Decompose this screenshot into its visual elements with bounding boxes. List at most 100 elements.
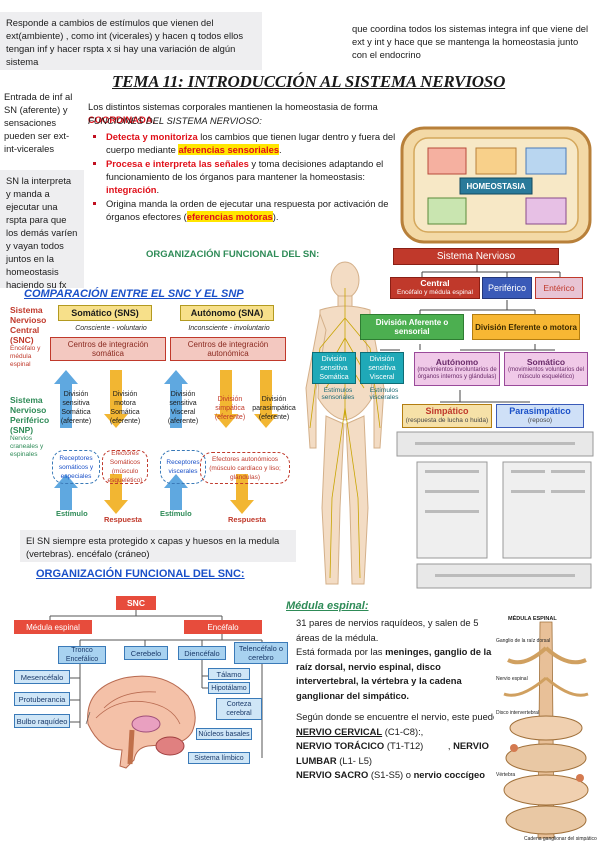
snc-tree-lines [49, 606, 263, 758]
nervio-lumbar-range: (L1- L5) [336, 754, 373, 766]
sn-autonomo: Autónomo (movimientos involuntarios de ó… [414, 352, 500, 386]
sn-somatico-desc: (movimientos voluntarios del músculo esq… [507, 366, 585, 380]
snc-side-sub: Encéfalo y médula espinal [10, 345, 41, 368]
sn-central: Central Encéfalo y médula espinal [390, 277, 480, 299]
cmp-consciente: Consciente - voluntario [52, 323, 170, 334]
cmp-centros-aut: Centros de integración autonómica [170, 337, 286, 361]
sn-parasimpatico-label: Parasimpático [509, 406, 571, 416]
spine-illustration: MÉDULA ESPINAL Ganglio de la raíz dorsal… [494, 608, 598, 844]
cmp-autonomo: Autónomo (SNA) [180, 305, 274, 321]
intro-highlight: COORDINADA. [88, 114, 156, 125]
snc-heading: ORGANIZACIÓN FUNCIONAL DEL SNC: [36, 568, 245, 580]
sn-somatico: Somático (movimientos voluntarios del mú… [504, 352, 588, 386]
nervio-cervical: NERVIO CERVICAL [296, 725, 383, 737]
nervio-lumbar: NERVIO LUMBAR [296, 740, 489, 766]
snc-side-label-text: Sistema Nervioso Central (SNC) [10, 305, 47, 345]
medula-p2-bold: meninges, ganglio de la raíz dorsal, ner… [296, 646, 492, 701]
function-detect-tail: . [279, 144, 282, 155]
sn-div-somatica: División sensitiva Somática [312, 352, 356, 384]
snc-cerebelo: Cerebelo [124, 646, 168, 660]
medula-text: 31 pares de nervios raquídeos, y salen d… [296, 616, 494, 703]
spine-label-vertebra: Vértebra [496, 772, 515, 778]
medula-p1: 31 pares de nervios raquídeos, y salen d… [296, 617, 479, 643]
function-originate-tail: ). [272, 211, 279, 222]
medula-nerves: Según donde se encuentre el nervio, este… [296, 710, 522, 783]
spine-label-ganglio: Ganglio de la raíz dorsal [496, 638, 550, 644]
note-top-right: que coordina todos los sistemas integra … [352, 22, 592, 61]
medula-p3: Según donde se encuentre el nervio, este… [296, 711, 514, 722]
function-detect-mark: aferencias sensoriales [178, 144, 280, 155]
sn-central-sub: Encéfalo y médula espinal [397, 289, 473, 296]
snc-corteza: Corteza cerebral [216, 698, 262, 720]
cmp-respuesta-1: Respuesta [104, 515, 142, 524]
snc-tronco: Tronco Encefálico [58, 646, 106, 664]
homeostasis-illustration: HOMEOSTASIA [400, 126, 592, 244]
comparison-arrows [54, 370, 278, 514]
nervio-cervical-line: NERVIO CERVICAL (C1-C8):, [296, 725, 522, 740]
nervio-sacro-line: NERVIO SACRO (S1-S5) o nervio coccígeo [296, 768, 522, 783]
cmp-div-sens-visc: División sensitiva Visceral (aferente) [167, 391, 199, 425]
comparison-heading: COMPARACIÓN ENTRE EL SNC Y EL SNP [24, 288, 244, 300]
medula-p2-pre: Está formada por las [296, 646, 386, 657]
functions-list: Detecta y monitoriza los cambios que tie… [92, 130, 416, 224]
nervous-system-figure [305, 261, 385, 585]
nervio-toracico: NERVIO TORÁCICO [296, 740, 385, 751]
note-left-1-text: Entrada de inf al SN (aferente) y sensac… [4, 91, 73, 154]
note-left-1: Entrada de inf al SN (aferente) y sensac… [4, 90, 82, 155]
snc-side-label: Sistema Nervioso Central (SNC) Encéfalo … [10, 305, 47, 369]
functions-subtitle: FUNCIONES DEL SISTEMA NERVIOSO: [88, 115, 262, 126]
function-originate-text: Origina manda la orden de ejecutar una r… [106, 198, 389, 222]
sn-somatico-label: Somático [526, 356, 566, 367]
snc-protuberancia: Protuberancia [14, 692, 70, 706]
nervio-toracico-line: NERVIO TORÁCICO (T1-T12) , NERVIO LUMBAR… [296, 740, 489, 766]
nervio-coccigeo: nervio coccígeo [413, 769, 485, 780]
note-left-2-text: SN la interpreta y manda a ejecutar una … [6, 175, 78, 290]
snc-mesencefalo: Mesencéfalo [14, 670, 70, 684]
medula-p2: Está formada por las meninges, ganglio d… [296, 645, 494, 703]
sn-periferico: Periférico [482, 277, 532, 299]
snp-side-label: Sistema Nervioso Periférico (SNP) Nervio… [10, 395, 50, 459]
nervio-toracico-range: (T1-T12) [384, 740, 424, 751]
function-detect-lead: Detecta y monitoriza [106, 131, 198, 142]
homeostasis-label: HOMEOSTASIA [467, 182, 526, 191]
note-top-right-text: que coordina todos los sistemas integra … [352, 23, 589, 60]
function-detect: Detecta y monitoriza los cambios que tie… [106, 130, 416, 156]
textbook-flowchart [396, 431, 594, 589]
brain-illustration [85, 675, 196, 769]
cmp-estimulo-2: Estímulo [160, 509, 192, 518]
sn-autonomo-label: Autónomo [435, 356, 479, 367]
note-left-2: SN la interpreta y manda a ejecutar una … [0, 170, 84, 290]
sn-parasimpatico-desc: (reposo) [527, 417, 553, 424]
snc-root: SNC [116, 596, 156, 610]
spine-label-nervio: Nervio espinal [496, 676, 528, 682]
cmp-div-simp: División simpática (eferente) [214, 395, 246, 421]
cmp-div-mot-som: División motora Somática (eferente) [109, 391, 141, 425]
nervio-sacro: NERVIO SACRO [296, 769, 369, 780]
function-process-lead: Procesa e interpreta las señales [106, 158, 249, 169]
snc-nucleos: Núcleos basales [196, 728, 252, 740]
nervio-cervical-range: (C1-C8):, [382, 725, 424, 737]
spine-label-medula: MÉDULA ESPINAL [508, 614, 557, 622]
cmp-rec-visc: Receptores viscerales [160, 450, 206, 484]
snc-diencefalo: Diencéfalo [178, 646, 226, 660]
snp-side-sub: Nervios craneales y espinales [10, 435, 44, 458]
nervio-sacro-range: (S1-S5) o [368, 769, 414, 780]
medula-heading: Médula espinal: [286, 600, 369, 612]
sn-eferente: División Eferente o motora [472, 314, 580, 340]
snc-telencefalo: Telencéfalo o cerebro [234, 642, 288, 664]
cmp-inconsciente: Inconsciente - involuntario [168, 323, 290, 334]
cmp-efec-aut: Efectores autonómicos (músculo cardíaco … [200, 452, 290, 484]
snc-limbico: Sistema límbico [188, 752, 250, 764]
sn-protected-note: El SN siempre esta protegido x capas y h… [20, 530, 296, 562]
note-top-left: Responde a cambios de estímulos que vien… [0, 12, 262, 70]
snp-side-label-text: Sistema Nervioso Periférico (SNP) [10, 395, 50, 435]
spine-label-disco: Disco intervertebral [496, 710, 539, 716]
sn-estimulos-visc: Estímulos viscerales [369, 387, 399, 401]
cmp-div-sens-som: División sensitiva Somática (aferente) [60, 391, 92, 425]
sn-central-label: Central [420, 278, 450, 288]
snc-hipotalamo: Hipotálamo [208, 682, 250, 694]
intro-paragraph: Los distintos sistemas corporales mantie… [88, 100, 408, 126]
sn-simpatico-desc: (respuesta de lucha o huida) [405, 417, 489, 424]
sn-simpatico: Simpático (respuesta de lucha o huida) [402, 404, 492, 428]
cmp-estimulo-1: Estímulo [56, 509, 88, 518]
